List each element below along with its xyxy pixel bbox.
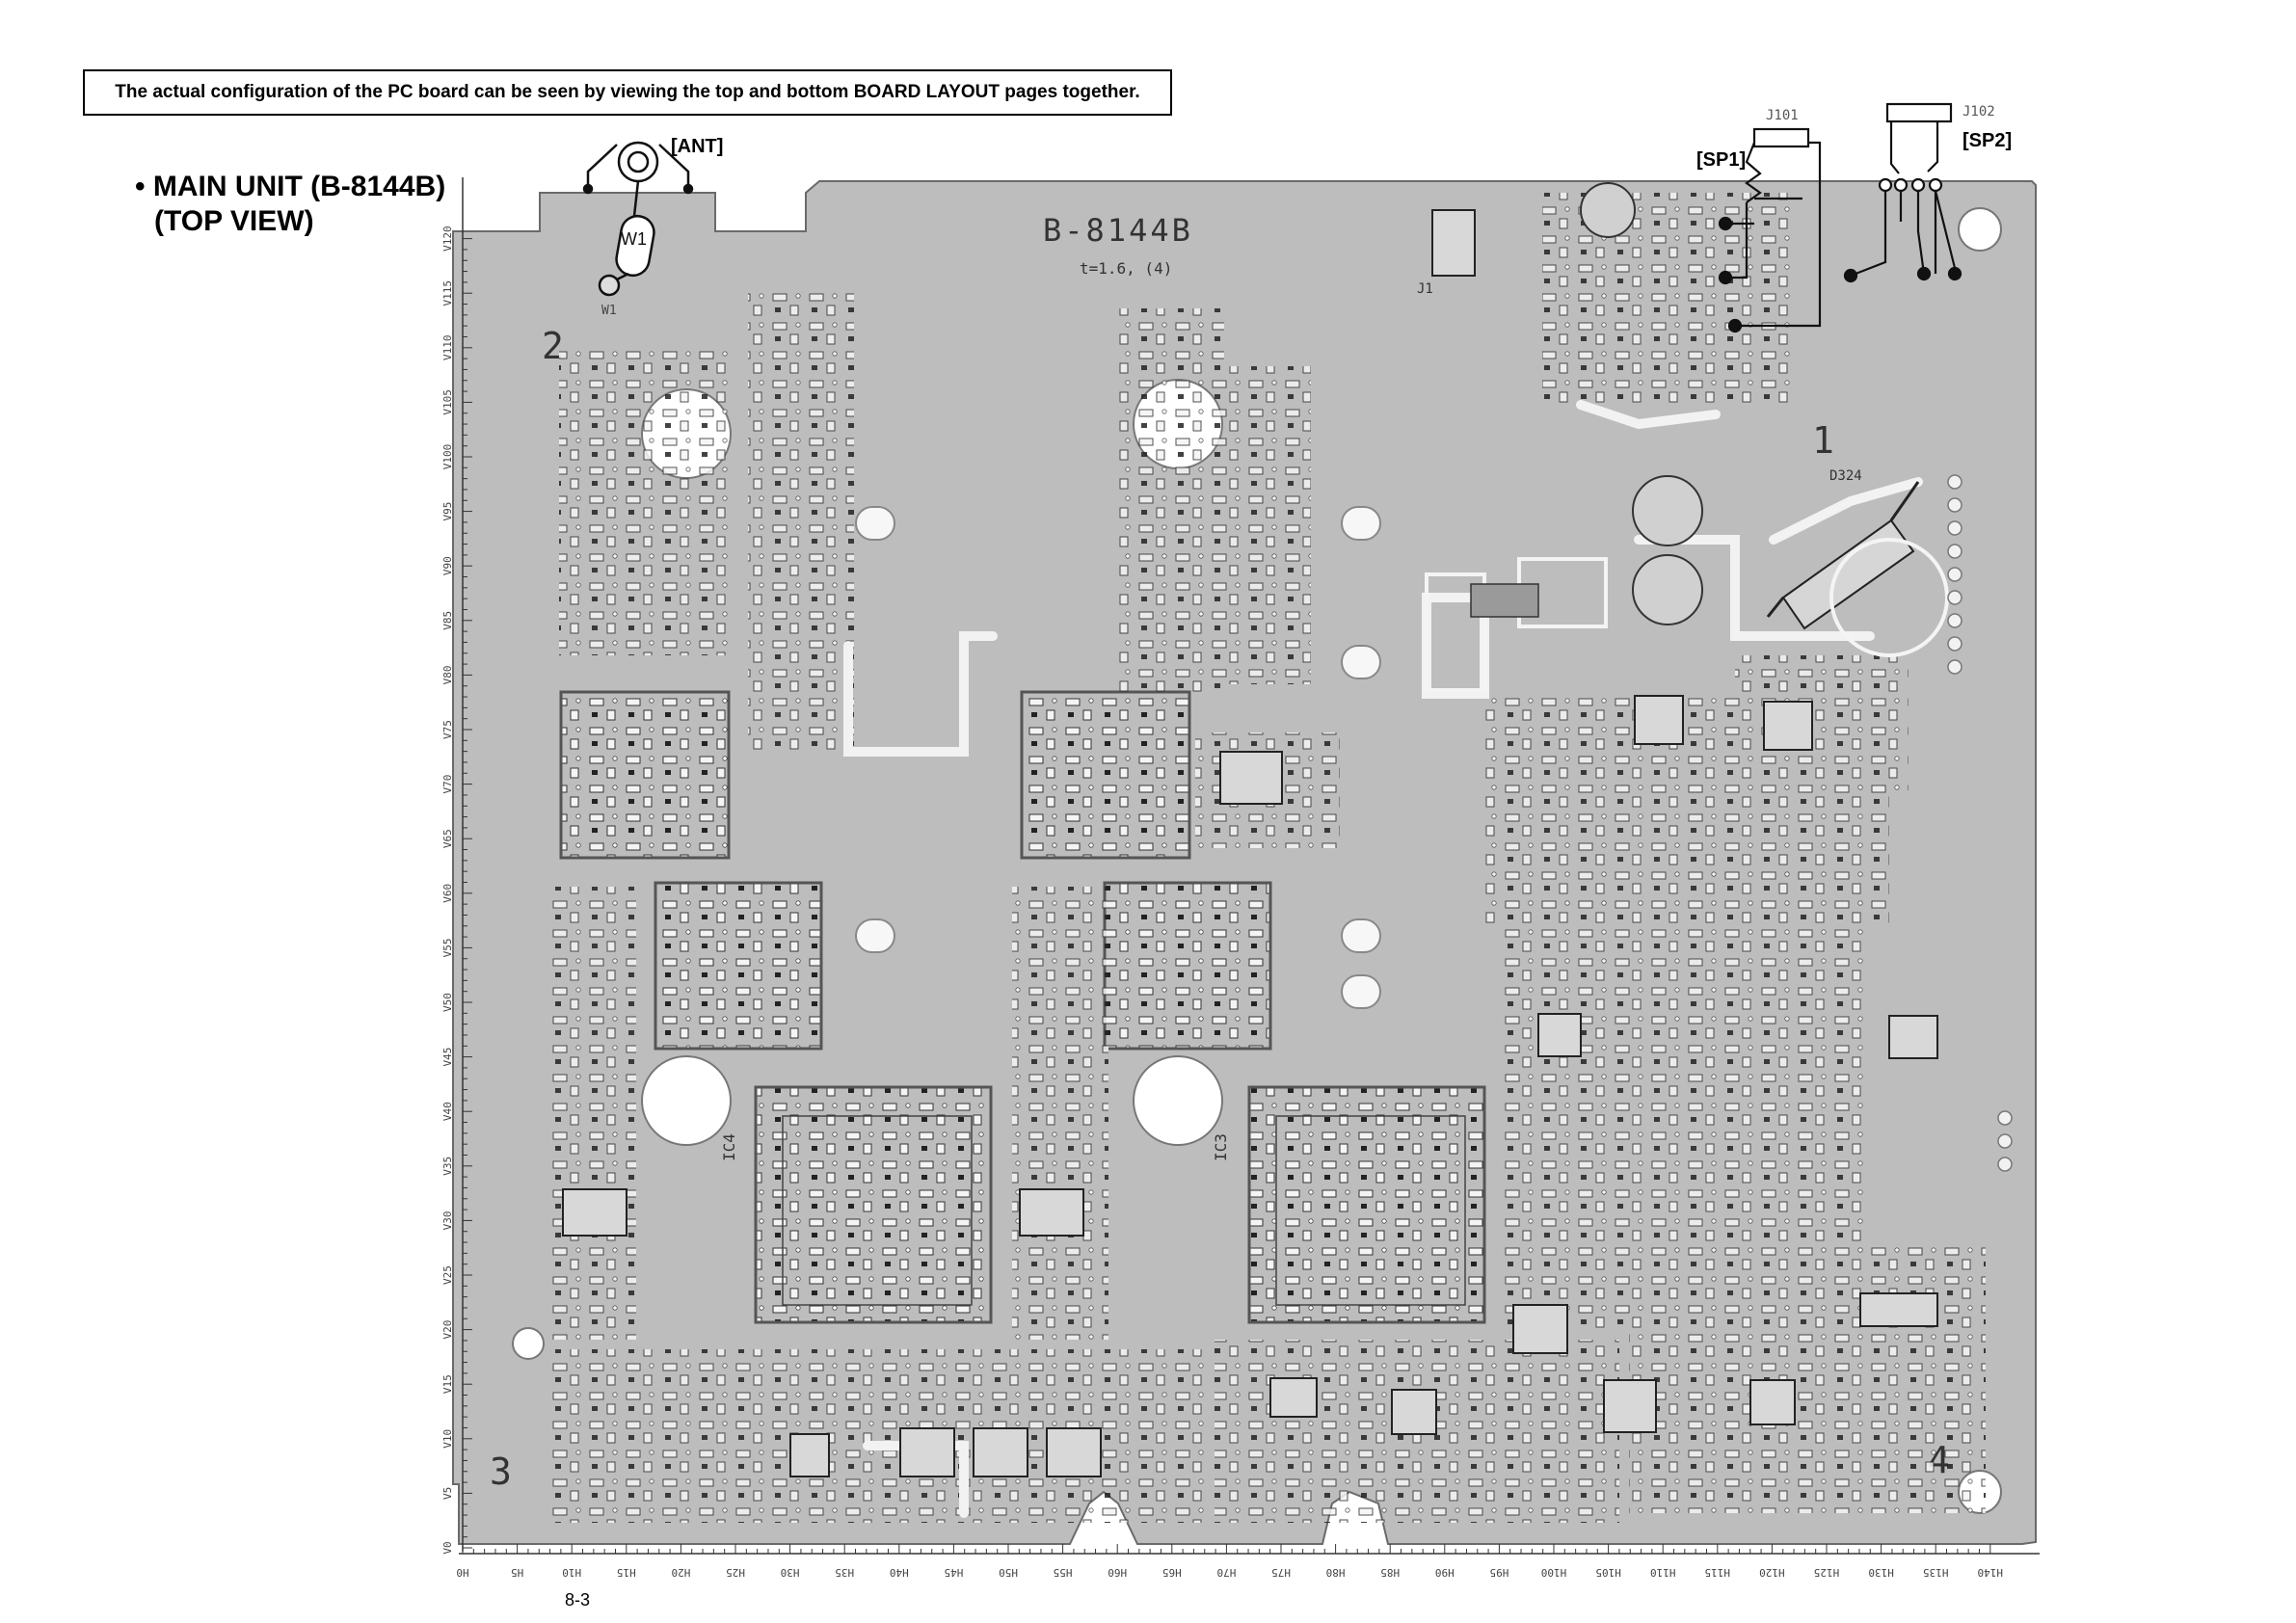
vertical-ruler-label: V70 [441,775,454,794]
vertical-ruler-label: V80 [441,665,454,684]
vertical-ruler-label: V85 [441,611,454,630]
vertical-ruler-label: V25 [441,1265,454,1285]
horizontal-ruler-label: H5 [511,1566,523,1579]
sp1-label: [SP1] [1696,149,1746,171]
vertical-ruler-label: V100 [441,444,454,470]
j1-label: J1 [1417,281,1433,297]
horizontal-ruler-label: H25 [726,1566,745,1579]
quadrant-1-label: 1 [1812,419,1834,462]
horizontal-ruler-label: H80 [1326,1566,1346,1579]
title-line-1: • MAIN UNIT (B-8144B) [135,171,446,202]
electrolytic-capacitors [1580,182,1703,625]
vertical-ruler-labels: V0 V5 V10 V15 V20 V25 V30 V35 V40 V45 V50 V55 V60 V65… [441,226,454,1554]
horizontal-ruler-label: H0 [456,1566,468,1579]
horizontal-ruler-label: H105 [1595,1566,1621,1579]
j101-label: J101 [1766,108,1799,123]
horizontal-ruler-label: H50 [999,1566,1018,1579]
horizontal-ruler-label: H135 [1923,1566,1949,1579]
sp1-connector [1718,127,1822,333]
component-areas [549,193,1986,1523]
horizontal-ruler-label: H60 [1108,1566,1127,1579]
horizontal-ruler-label: H90 [1435,1566,1455,1579]
horizontal-ruler-label: H130 [1868,1566,1894,1579]
vertical-ruler-label: V5 [441,1487,454,1500]
vertical-ruler-label: V20 [441,1320,454,1340]
j102-label: J102 [1962,104,1995,120]
ant-connector [582,141,694,297]
vertical-ruler-label: V10 [441,1429,454,1449]
horizontal-ruler-label: H30 [781,1566,800,1579]
vertical-ruler-label: V45 [441,1048,454,1067]
horizontal-ruler-label: H20 [671,1566,690,1579]
vertical-ruler-label: V65 [441,829,454,848]
quadrant-2-label: 2 [542,325,564,367]
vertical-ruler-label: V35 [441,1157,454,1176]
resistor-block [1470,583,1539,618]
vertical-ruler-label: V90 [441,556,454,575]
vertical-ruler-label: V30 [441,1211,454,1230]
sp2-connector [1843,102,1962,283]
vertical-ruler-label: V55 [441,938,454,957]
edge-vias [1947,474,2013,1172]
title-line-2: (TOP VIEW) [154,205,314,237]
horizontal-ruler-label: H65 [1162,1566,1182,1579]
quadrant-3-label: 3 [490,1450,512,1493]
vertical-ruler-label: V0 [441,1541,454,1554]
ic4-label: IC4 [720,1133,738,1161]
horizontal-ruler-label: H110 [1650,1566,1676,1579]
vertical-ruler-label: V120 [441,226,454,252]
page-number: 8-3 [565,1590,591,1610]
oval-pads [855,506,1381,1009]
horizontal-ruler-label: H35 [835,1566,854,1579]
vertical-ruler-label: V95 [441,502,454,521]
horizontal-ruler-label: H40 [890,1566,909,1579]
horizontal-ruler-label: H120 [1759,1566,1785,1579]
horizontal-ruler-label: H10 [562,1566,581,1579]
horizontal-ruler-label: H140 [1978,1566,2004,1579]
horizontal-ruler-labels: H0 H5 H10 H15 H20 H25 H30 H35 H40 H45 H50 H55 H60 H65… [456,1566,2003,1579]
w1-label: W1 [621,229,647,249]
horizontal-ruler-label: H125 [1814,1566,1840,1579]
board-name-label: B-8144B [1043,212,1193,249]
horizontal-ruler-label: H100 [1541,1566,1567,1579]
board-layout-notice: The actual configuration of the PC board… [83,69,1172,116]
vertical-ruler-label: V110 [441,335,454,361]
horizontal-ruler-label: H75 [1271,1566,1291,1579]
vertical-ruler-label: V75 [441,720,454,739]
board-spec-label: t=1.6, (4) [1080,259,1172,278]
w1-pad-label: W1 [601,304,617,318]
sp2-label: [SP2] [1962,130,2012,151]
vertical-ruler-label: V60 [441,884,454,903]
ant-label: [ANT] [671,136,723,157]
horizontal-ruler-ticks [462,1544,1991,1554]
vertical-ruler-label: V105 [441,389,454,415]
ic-chips [562,209,1938,1477]
horizontal-ruler-label: H70 [1216,1566,1236,1579]
shield-cans [559,690,1486,1324]
page-title: • MAIN UNIT (B-8144B) (TOP VIEW) [135,170,445,239]
horizontal-ruler-label: H85 [1380,1566,1400,1579]
horizontal-ruler-label: H55 [1054,1566,1073,1579]
ic3-label: IC3 [1212,1133,1230,1161]
horizontal-ruler-label: H115 [1705,1566,1731,1579]
vertical-ruler-ticks [463,238,472,1549]
horizontal-ruler-label: H95 [1489,1566,1508,1579]
vertical-ruler-label: V115 [441,280,454,306]
horizontal-ruler-label: H45 [944,1566,963,1579]
d324-label: D324 [1829,468,1862,484]
vertical-ruler-label: V50 [441,993,454,1012]
horizontal-ruler-label: H15 [617,1566,636,1579]
vertical-ruler-label: V15 [441,1374,454,1394]
d324-diode [1766,481,1920,630]
vertical-ruler-label: V40 [441,1102,454,1121]
